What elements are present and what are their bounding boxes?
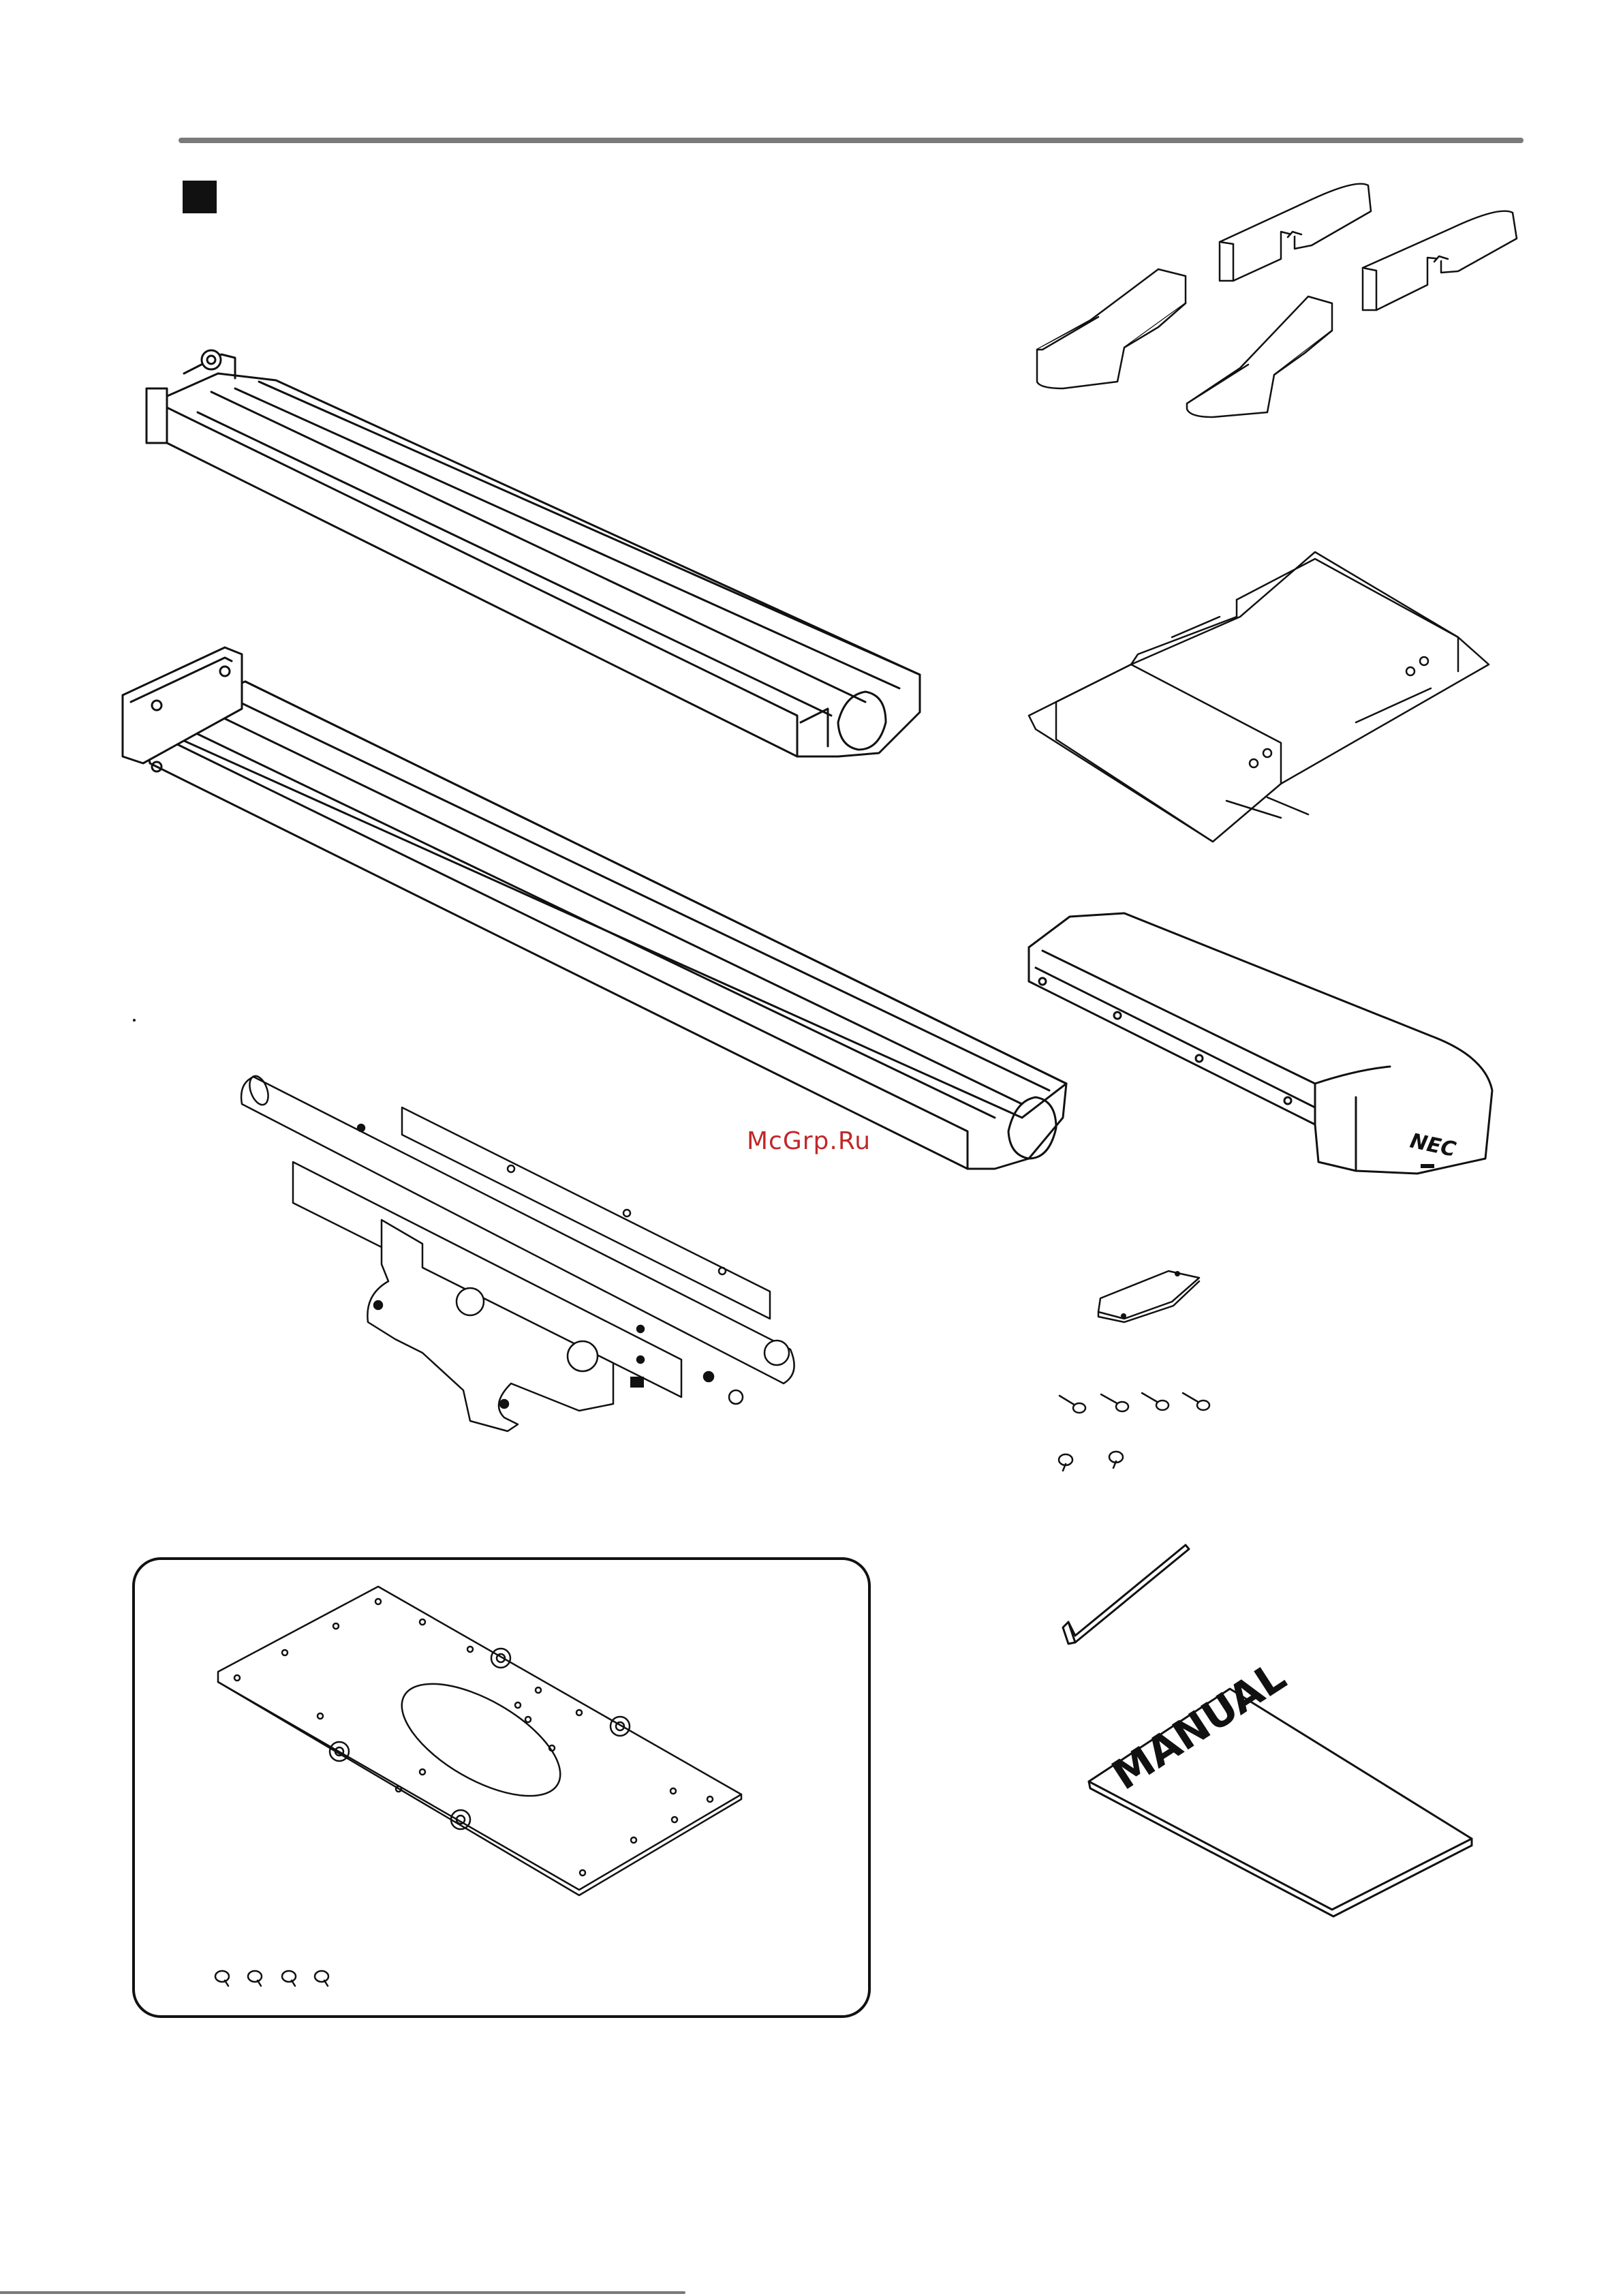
stray-dot <box>133 1019 136 1022</box>
cable-clip <box>1098 1271 1199 1322</box>
section-marker <box>183 181 217 213</box>
end-cap <box>1187 296 1332 417</box>
short-screws <box>1059 1452 1123 1471</box>
end-cap <box>1363 211 1517 310</box>
watermark: McGrp.Ru <box>747 1127 871 1155</box>
arm-cover: NEC <box>1029 913 1492 1174</box>
hex-key <box>1063 1545 1189 1644</box>
projector-slider-plate <box>1029 552 1489 842</box>
adapter-plate <box>218 1587 741 1895</box>
end-caps <box>1037 184 1517 417</box>
short-extension-arm <box>146 350 920 756</box>
long-screws <box>1060 1393 1209 1413</box>
end-cap <box>1220 184 1371 281</box>
end-cap <box>1037 269 1186 388</box>
manual-booklet: MANUAL <box>1089 1653 1472 1916</box>
mounting-bracket <box>241 1073 794 1431</box>
adapter-plate-box <box>134 1559 869 2017</box>
plate-screws <box>215 1971 328 1986</box>
